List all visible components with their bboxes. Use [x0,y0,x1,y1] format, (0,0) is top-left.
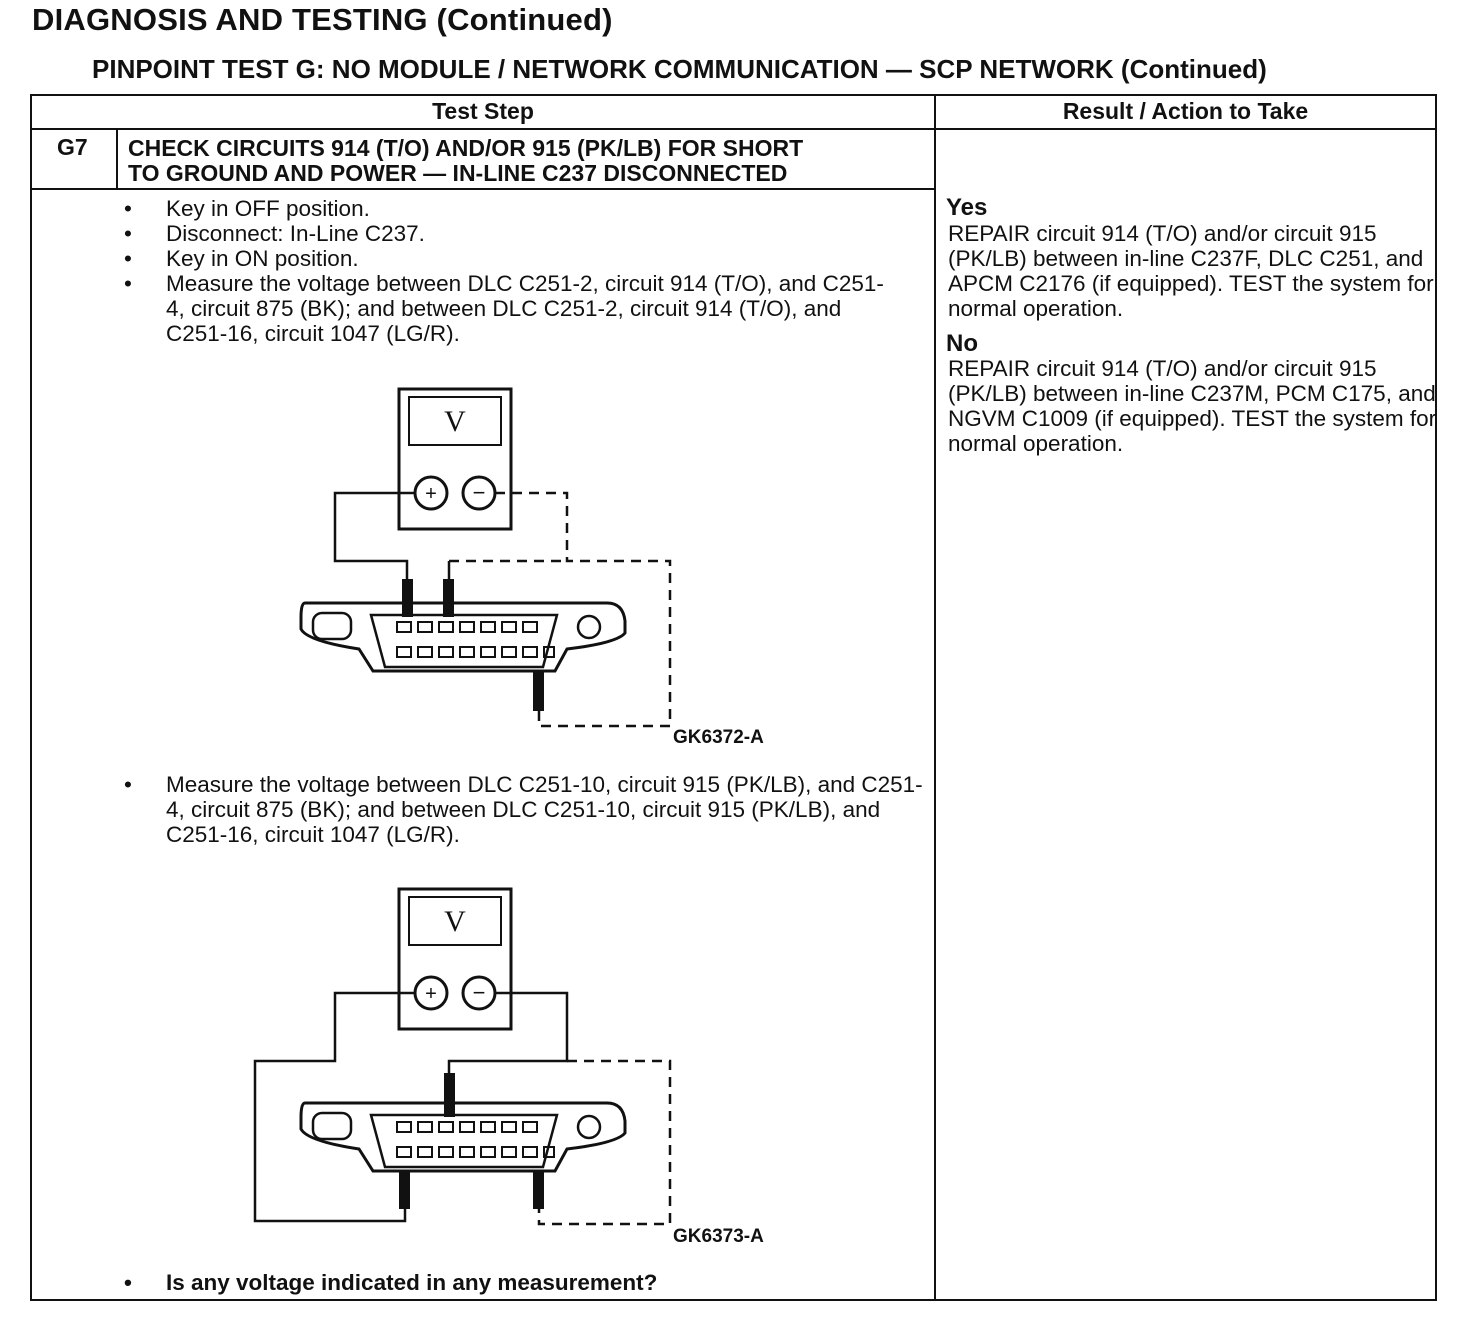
probe-pin-10 [444,1073,455,1117]
voltmeter-label: V [444,905,466,938]
list-item: Key in ON position. [124,246,894,271]
voltmeter-label: V [444,405,466,438]
plus-symbol: + [425,983,437,1005]
result-yes-text: REPAIR circuit 914 (T/O) and/or circuit … [948,221,1434,321]
step-instructions-1: Key in OFF position. Disconnect: In-Line… [124,196,894,346]
dlc-connector [299,1101,627,1173]
figure-caption-1: GK6372-A [673,727,764,748]
list-item: Measure the voltage between DLC C251-10,… [124,772,924,847]
solid-test-lead [333,491,415,579]
probe-pin-16 [533,671,544,711]
list-item: Disconnect: In-Line C237. [124,221,894,246]
probe-pin-2 [402,579,413,617]
header-test-step: Test Step [432,98,534,124]
step-title-line-2: TO GROUND AND POWER — IN-LINE C237 DISCO… [128,160,788,186]
voltmeter-display [408,396,502,446]
voltmeter-body [397,887,513,1031]
dlc-connector [299,601,627,673]
result-yes-heading: Yes [946,194,988,221]
voltmeter-display [408,896,502,946]
step-id-divider [116,130,118,188]
solid-test-lead [253,991,415,1223]
column-divider [934,96,936,1299]
probe-pin-4 [443,579,454,617]
question-item: Is any voltage indicated in any measurem… [124,1270,924,1295]
list-item: Key in OFF position. [124,196,894,221]
result-no-heading: No [946,330,978,357]
pinpoint-test-table: Test Step Result / Action to Take G7 CHE… [30,94,1437,1301]
step-title: CHECK CIRCUITS 914 (T/O) AND/OR 915 (PK/… [128,136,928,186]
header-divider [32,128,1435,130]
probe-pin-16 [533,1171,544,1209]
dashed-test-lead [495,491,672,728]
page-subtitle: PINPOINT TEST G: NO MODULE / NETWORK COM… [92,54,1267,84]
step-title-line-1: CHECK CIRCUITS 914 (T/O) AND/OR 915 (PK/… [128,135,804,161]
plus-symbol: + [425,483,437,505]
voltmeter-body [397,387,513,531]
header-result-action: Result / Action to Take [1062,98,1309,124]
minus-symbol: − [473,980,486,1005]
minus-symbol: − [473,480,486,505]
result-no-text: REPAIR circuit 914 (T/O) and/or circuit … [948,356,1437,456]
step-instructions-2: Measure the voltage between DLC C251-10,… [124,772,924,847]
page-title: DIAGNOSIS AND TESTING (Continued) [32,2,613,37]
voltmeter-diagram-1: V + − [299,387,672,728]
list-item: Measure the voltage between DLC C251-2, … [124,271,894,346]
step-id: G7 [57,134,88,160]
voltmeter-diagram-2: V + − [253,887,672,1226]
figure-caption-2: GK6373-A [673,1226,764,1247]
probe-pin-4 [399,1171,410,1209]
step-question: Is any voltage indicated in any measurem… [124,1270,924,1295]
step-title-divider [32,188,934,190]
dashed-test-lead [537,1059,672,1226]
